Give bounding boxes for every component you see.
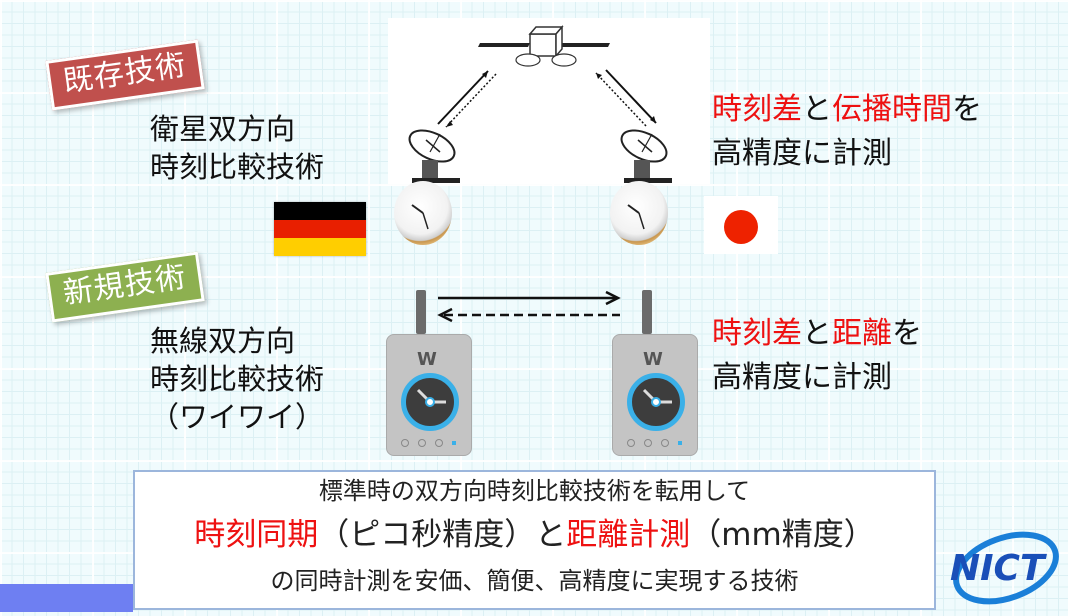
new-tech-title: 無線双方向 時刻比較技術 （ワイワイ） (150, 322, 324, 436)
distance-measure-label: 距離計測 (566, 517, 691, 553)
particle: を (952, 92, 982, 127)
wireless-device-left: W (386, 290, 472, 456)
summary-line2: 時刻同期（ピコ秒精度）と距離計測（mm精度） (135, 514, 934, 556)
conjunction: と (802, 92, 832, 127)
satellite-diagram (388, 18, 710, 184)
new-title-line3: （ワイワイ） (150, 400, 325, 434)
bidirectional-arrow-icon (437, 290, 621, 323)
germany-flag-icon (274, 202, 366, 256)
clock-icon (610, 181, 668, 245)
device-logo: W (643, 349, 663, 370)
propagation-time-label: 伝播時間 (832, 92, 952, 127)
japan-flag-icon (704, 196, 778, 254)
new-title-line2: 時刻比較技術 (150, 362, 325, 396)
antenna-icon (416, 290, 426, 334)
nict-logo: NICT (940, 528, 1064, 608)
high-precision-measure-text: 高精度に計測 (712, 136, 892, 171)
conjunction: と (802, 316, 832, 351)
dial-clock-icon (627, 373, 685, 431)
device-logo: W (417, 349, 437, 370)
nict-logo-icon: NICT (950, 531, 1059, 605)
existing-tech-title: 衛星双方向 時刻比較技術 (150, 110, 324, 186)
new-title-line1: 無線双方向 (150, 324, 296, 358)
dial-clock-icon (401, 373, 459, 431)
mm-precision-text: （mm精度） (690, 517, 875, 553)
time-sync-label: 時刻同期 (194, 517, 319, 553)
pico-precision-text: （ピコ秒精度）と (318, 517, 567, 553)
antenna-icon (642, 290, 652, 334)
clock-icon (394, 181, 452, 245)
new-result-text: 時刻差と距離を 高精度に計測 (712, 312, 922, 400)
wireless-device-right: W (612, 290, 698, 456)
existing-tech-tag: 既存技術 (45, 39, 205, 111)
particle: を (892, 316, 922, 351)
satellite-link-icon (408, 24, 672, 183)
existing-result-text: 時刻差と伝播時間を 高精度に計測 (712, 88, 982, 176)
distance-label: 距離 (832, 316, 892, 351)
svg-text:NICT: NICT (950, 548, 1047, 589)
new-tech-tag: 新規技術 (45, 251, 205, 323)
summary-box: 標準時の双方向時刻比較技術を転用して 時刻同期（ピコ秒精度）と距離計測（mm精度… (133, 470, 936, 610)
existing-title-line1: 衛星双方向 (150, 112, 296, 146)
decorative-blue-bar (0, 584, 133, 612)
time-difference-label: 時刻差 (712, 92, 802, 127)
summary-line3: の同時計測を安価、簡便、高精度に実現する技術 (270, 567, 799, 595)
time-difference-label: 時刻差 (712, 316, 802, 351)
existing-title-line2: 時刻比較技術 (150, 150, 325, 184)
summary-line1: 標準時の双方向時刻比較技術を転用して (318, 477, 751, 505)
high-precision-measure-text: 高精度に計測 (712, 360, 892, 395)
